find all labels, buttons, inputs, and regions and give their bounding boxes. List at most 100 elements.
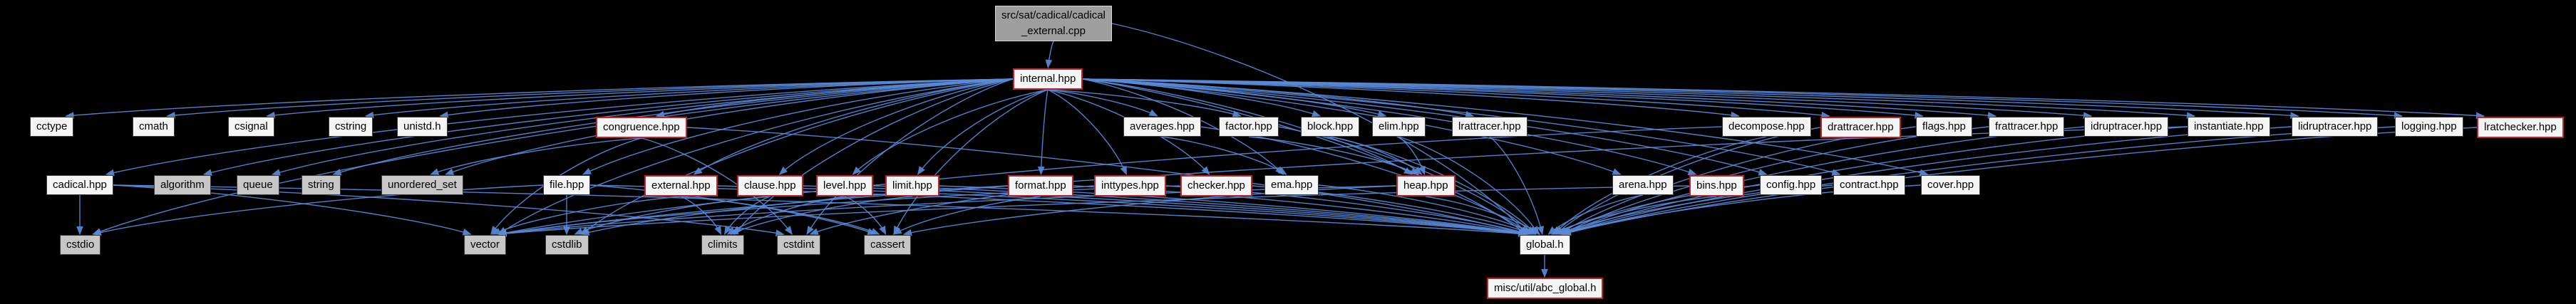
node-cstring[interactable]: cstring: [329, 117, 373, 137]
edge-clause-to-cstdlib: [574, 196, 771, 235]
node-label: cadical.hpp: [53, 179, 107, 191]
edge-internal-to-averages: [1047, 89, 1158, 117]
node-file[interactable]: file.hpp: [543, 175, 591, 195]
node-label: algorithm: [160, 179, 205, 191]
node-flags[interactable]: flags.hpp: [1916, 117, 1972, 137]
node-vector[interactable]: vector: [464, 235, 506, 255]
node-csignal[interactable]: csignal: [228, 117, 274, 137]
node-label: drattracer.hpp: [1828, 121, 1894, 133]
node-lratchecker[interactable]: lratchecker.hpp: [2477, 117, 2564, 138]
node-queue[interactable]: queue: [237, 175, 279, 195]
node-climits[interactable]: climits: [701, 235, 744, 255]
node-main: src/sat/cadical/cadical_external.cpp: [995, 6, 1112, 41]
node-cstdint[interactable]: cstdint: [777, 235, 821, 255]
edge-level-to-global: [872, 185, 1527, 237]
edge-internal-to-level: [852, 89, 1049, 175]
edge-lidruptracer-to-global: [1562, 126, 2292, 236]
node-label: factor.hpp: [1225, 120, 1272, 132]
edge-internal-to-algorithm: [202, 78, 1014, 176]
node-label: flags.hpp: [1922, 120, 1966, 132]
edge-internal-to-cadical: [105, 78, 1014, 177]
node-drattracer[interactable]: drattracer.hpp: [1820, 117, 1901, 138]
node-cassert[interactable]: cassert: [864, 235, 912, 255]
edge-elim-to-heap: [1398, 136, 1426, 176]
node-lrattracer[interactable]: lrattracer.hpp: [1452, 117, 1527, 137]
node-cctype[interactable]: cctype: [30, 117, 74, 137]
edge-lrattracer-to-global: [1489, 136, 1545, 236]
node-label: bins.hpp: [1696, 179, 1737, 192]
node-label: cassert: [870, 239, 905, 251]
edge-elim-to-global: [1398, 136, 1540, 236]
node-cstdlib[interactable]: cstdlib: [545, 235, 589, 255]
edge-internal-to-cstdio: [92, 78, 1014, 235]
edge-internal-to-limit: [917, 89, 1049, 176]
node-block[interactable]: block.hpp: [1301, 117, 1360, 137]
edge-internal-to-inttypes: [1047, 89, 1128, 176]
node-unistd[interactable]: unistd.h: [397, 117, 448, 137]
node-label: inttypes.hpp: [1101, 179, 1159, 192]
node-label: lidruptracer.hpp: [2298, 120, 2372, 132]
node-arena[interactable]: arena.hpp: [1612, 175, 1674, 195]
edge-internal-to-factor: [1047, 89, 1242, 117]
node-global[interactable]: global.h: [1520, 235, 1570, 255]
edge-heap-to-global: [1425, 196, 1541, 235]
node-label: clause.hpp: [744, 179, 796, 192]
edge-internal-to-vector: [498, 78, 1014, 235]
edge-congruence-to-unordered_set: [430, 137, 642, 175]
node-contract[interactable]: contract.hpp: [1833, 175, 1905, 195]
node-external[interactable]: external.hpp: [644, 175, 718, 196]
edge-internal-to-bins: [1082, 78, 1697, 176]
node-label: external.hpp: [651, 179, 711, 192]
node-cmath[interactable]: cmath: [133, 117, 175, 137]
node-label: logging.hpp: [2401, 120, 2457, 132]
node-label: elim.hpp: [1379, 120, 1419, 132]
node-heap[interactable]: heap.hpp: [1396, 175, 1456, 196]
node-label: climits: [708, 239, 738, 251]
node-bins[interactable]: bins.hpp: [1689, 175, 1744, 196]
node-logging[interactable]: logging.hpp: [2395, 117, 2463, 137]
node-format[interactable]: format.hpp: [1008, 175, 1073, 196]
edge-congruence-to-global: [686, 127, 1527, 236]
node-elim[interactable]: elim.hpp: [1372, 117, 1426, 137]
edge-internal-to-format: [1037, 89, 1049, 176]
node-averages[interactable]: averages.hpp: [1123, 117, 1201, 137]
node-label: unistd.h: [403, 120, 441, 132]
node-decompose[interactable]: decompose.hpp: [1722, 117, 1811, 137]
edge-internal-to-file: [582, 78, 1014, 175]
node-label: src/sat/cadical/cadical: [1001, 9, 1106, 21]
node-clause[interactable]: clause.hpp: [737, 175, 803, 196]
node-cadical[interactable]: cadical.hpp: [46, 175, 113, 195]
node-label: lratchecker.hpp: [2484, 121, 2557, 133]
node-config[interactable]: config.hpp: [1760, 175, 1823, 195]
node-cover[interactable]: cover.hpp: [1921, 175, 1981, 195]
node-lidruptracer[interactable]: lidruptracer.hpp: [2292, 117, 2379, 137]
edge-factor-to-heap: [1248, 136, 1420, 175]
node-abc_global[interactable]: misc/util/abc_global.h: [1487, 278, 1604, 299]
node-label: global.h: [1526, 239, 1564, 251]
node-internal[interactable]: internal.hpp: [1013, 68, 1083, 90]
node-string[interactable]: string: [302, 175, 341, 195]
node-label: csignal: [235, 120, 268, 132]
node-level[interactable]: level.hpp: [816, 175, 874, 196]
node-unordered_set[interactable]: unordered_set: [381, 175, 463, 195]
edge-internal-to-unordered_set: [445, 78, 1014, 175]
node-label: arena.hpp: [1619, 179, 1667, 191]
node-ema[interactable]: ema.hpp: [1264, 175, 1319, 195]
node-instantiate[interactable]: instantiate.hpp: [2188, 117, 2270, 137]
node-cstdio[interactable]: cstdio: [60, 235, 101, 255]
edge-external-to-vector: [491, 196, 681, 235]
node-algorithm[interactable]: algorithm: [154, 175, 211, 195]
node-inttypes[interactable]: inttypes.hpp: [1094, 175, 1166, 196]
node-idruptracer[interactable]: idruptracer.hpp: [2084, 117, 2169, 137]
node-label: heap.hpp: [1403, 179, 1448, 192]
node-label: file.hpp: [550, 179, 584, 191]
node-factor[interactable]: factor.hpp: [1219, 117, 1279, 137]
node-label: limit.hpp: [892, 179, 932, 192]
edge-instantiate-to-vector: [498, 126, 2188, 237]
node-limit[interactable]: limit.hpp: [885, 175, 939, 196]
node-frattracer[interactable]: frattracer.hpp: [1989, 117, 2065, 137]
node-congruence[interactable]: congruence.hpp: [596, 117, 687, 138]
node-label: cmath: [139, 120, 168, 132]
node-checker[interactable]: checker.hpp: [1180, 175, 1252, 196]
